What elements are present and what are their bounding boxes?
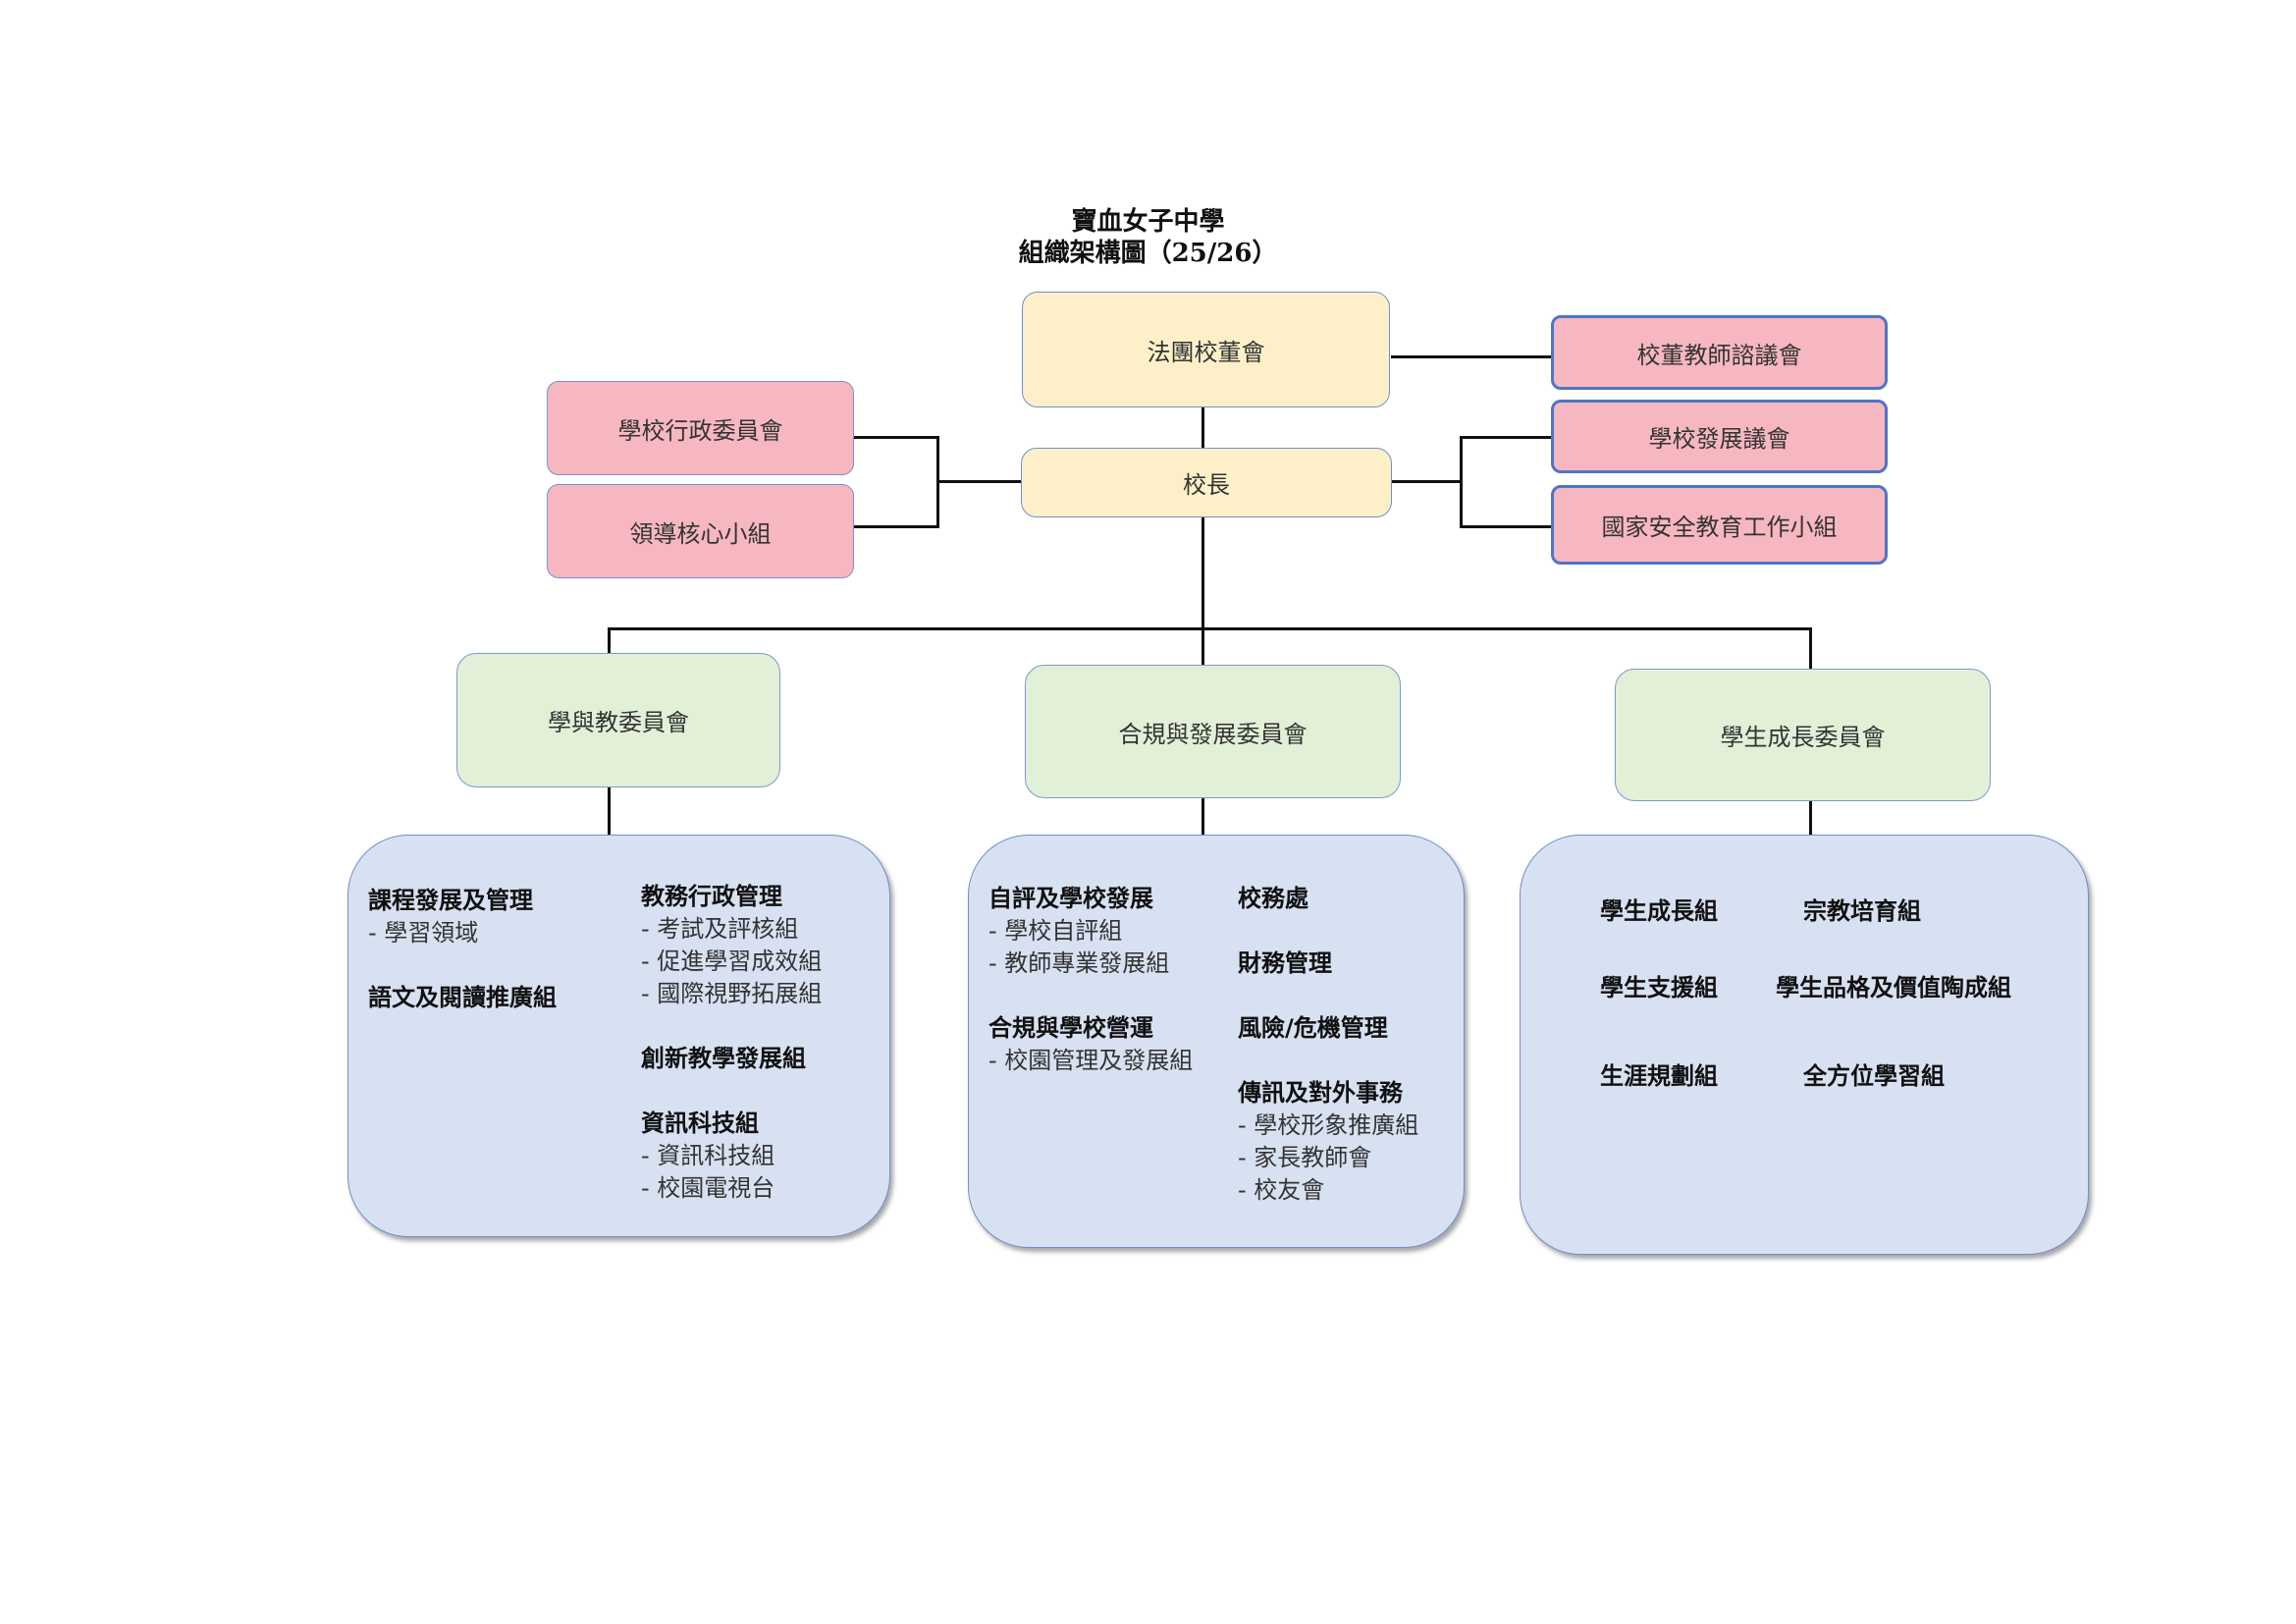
group-title: 校務處 [1238,885,1308,912]
connector-right-council-3 [1460,525,1561,528]
committee-compliance: 合規與發展委員會 [1025,665,1401,798]
chart-subtitle: 組織架構圖（25/26） [1018,239,1278,268]
connector-left-principal [938,480,1021,483]
subgroup-item: - 家長教師會 [1238,1144,1372,1171]
chart-title: 寶血女子中學 [1071,207,1225,237]
growth-group: 學生支援組 [1600,974,1718,1001]
growth-group: 生涯規劃組 [1600,1062,1718,1090]
connector-right-vertical [1460,436,1463,528]
connector-board-principal [1201,405,1204,450]
right-council-security: 國家安全教育工作小組 [1551,485,1888,565]
growth-group: 學生成長組 [1600,897,1718,925]
learning-panel [347,835,890,1237]
growth-panel [1520,835,2089,1255]
group-title: 語文及閱讀推廣組 [368,984,557,1011]
left-council-core: 領導核心小組 [547,484,854,578]
subgroup-item: - 教師專業發展組 [988,949,1170,977]
group-title: 教務行政管理 [641,883,782,910]
connector-growth-panel [1809,800,1812,835]
connector-left-vertical [936,436,939,528]
group-title: 傳訊及對外事務 [1238,1079,1403,1107]
growth-group: 學生品格及價值陶成組 [1776,974,2011,1001]
right-council-development: 學校發展議會 [1551,400,1888,473]
connector-right-council-2 [1460,436,1561,439]
connector-right-principal [1387,480,1462,483]
compliance-col1: 自評及學校發展 - 學校自評組 - 教師專業發展組 合規與學校營運 - 校園管理… [988,883,1193,1077]
connector-compliance-panel [1201,797,1204,835]
subgroup-item: - 學校自評組 [988,917,1123,945]
learning-col1: 課程發展及管理 - 學習領域 語文及閱讀推廣組 [368,885,557,1014]
group-title: 自評及學校發展 [988,885,1153,912]
subgroup-item: - 校園電視台 [641,1174,775,1202]
committee-growth: 學生成長委員會 [1615,669,1991,801]
connector-to-growth [1809,627,1812,669]
subgroup-item: - 學校形象推廣組 [1238,1111,1419,1139]
growth-group: 全方位學習組 [1803,1062,1945,1090]
board-box: 法團校董會 [1022,292,1390,407]
connector-learning-panel [608,786,611,835]
growth-group: 宗教培育組 [1803,897,1921,925]
subgroup-item: - 學習領域 [368,919,479,947]
principal-box: 校長 [1021,448,1392,517]
connector-board-right [1391,355,1562,358]
left-council-admin: 學校行政委員會 [547,381,854,475]
group-title: 創新教學發展組 [641,1045,806,1072]
group-title: 合規與學校營運 [988,1014,1153,1042]
subgroup-item: - 校園管理及發展組 [988,1047,1194,1074]
connector-committee-bar [608,627,1812,630]
group-title: 風險/危機管理 [1238,1014,1388,1042]
compliance-panel [968,835,1465,1248]
learning-col2: 教務行政管理 - 考試及評核組 - 促進學習成效組 - 國際視野拓展組 創新教學… [641,881,822,1205]
connector-left-council-2 [853,525,938,528]
subgroup-item: - 考試及評核組 [641,915,799,943]
subgroup-item: - 資訊科技組 [641,1142,775,1169]
committee-learning: 學與教委員會 [456,653,780,787]
subgroup-item: - 國際視野拓展組 [641,980,823,1007]
group-title: 財務管理 [1238,949,1332,977]
connector-to-learning [608,627,611,653]
subgroup-item: - 校友會 [1238,1176,1325,1204]
subgroup-item: - 促進學習成效組 [641,947,823,975]
group-title: 資訊科技組 [641,1110,759,1137]
connector-left-council-1 [853,436,938,439]
right-council-teacher: 校董教師諮議會 [1551,315,1888,390]
connector-principal-down [1201,516,1204,668]
compliance-col2: 校務處 財務管理 風險/危機管理 傳訊及對外事務 - 學校形象推廣組 - 家長教… [1238,883,1418,1207]
group-title: 課程發展及管理 [368,887,533,914]
